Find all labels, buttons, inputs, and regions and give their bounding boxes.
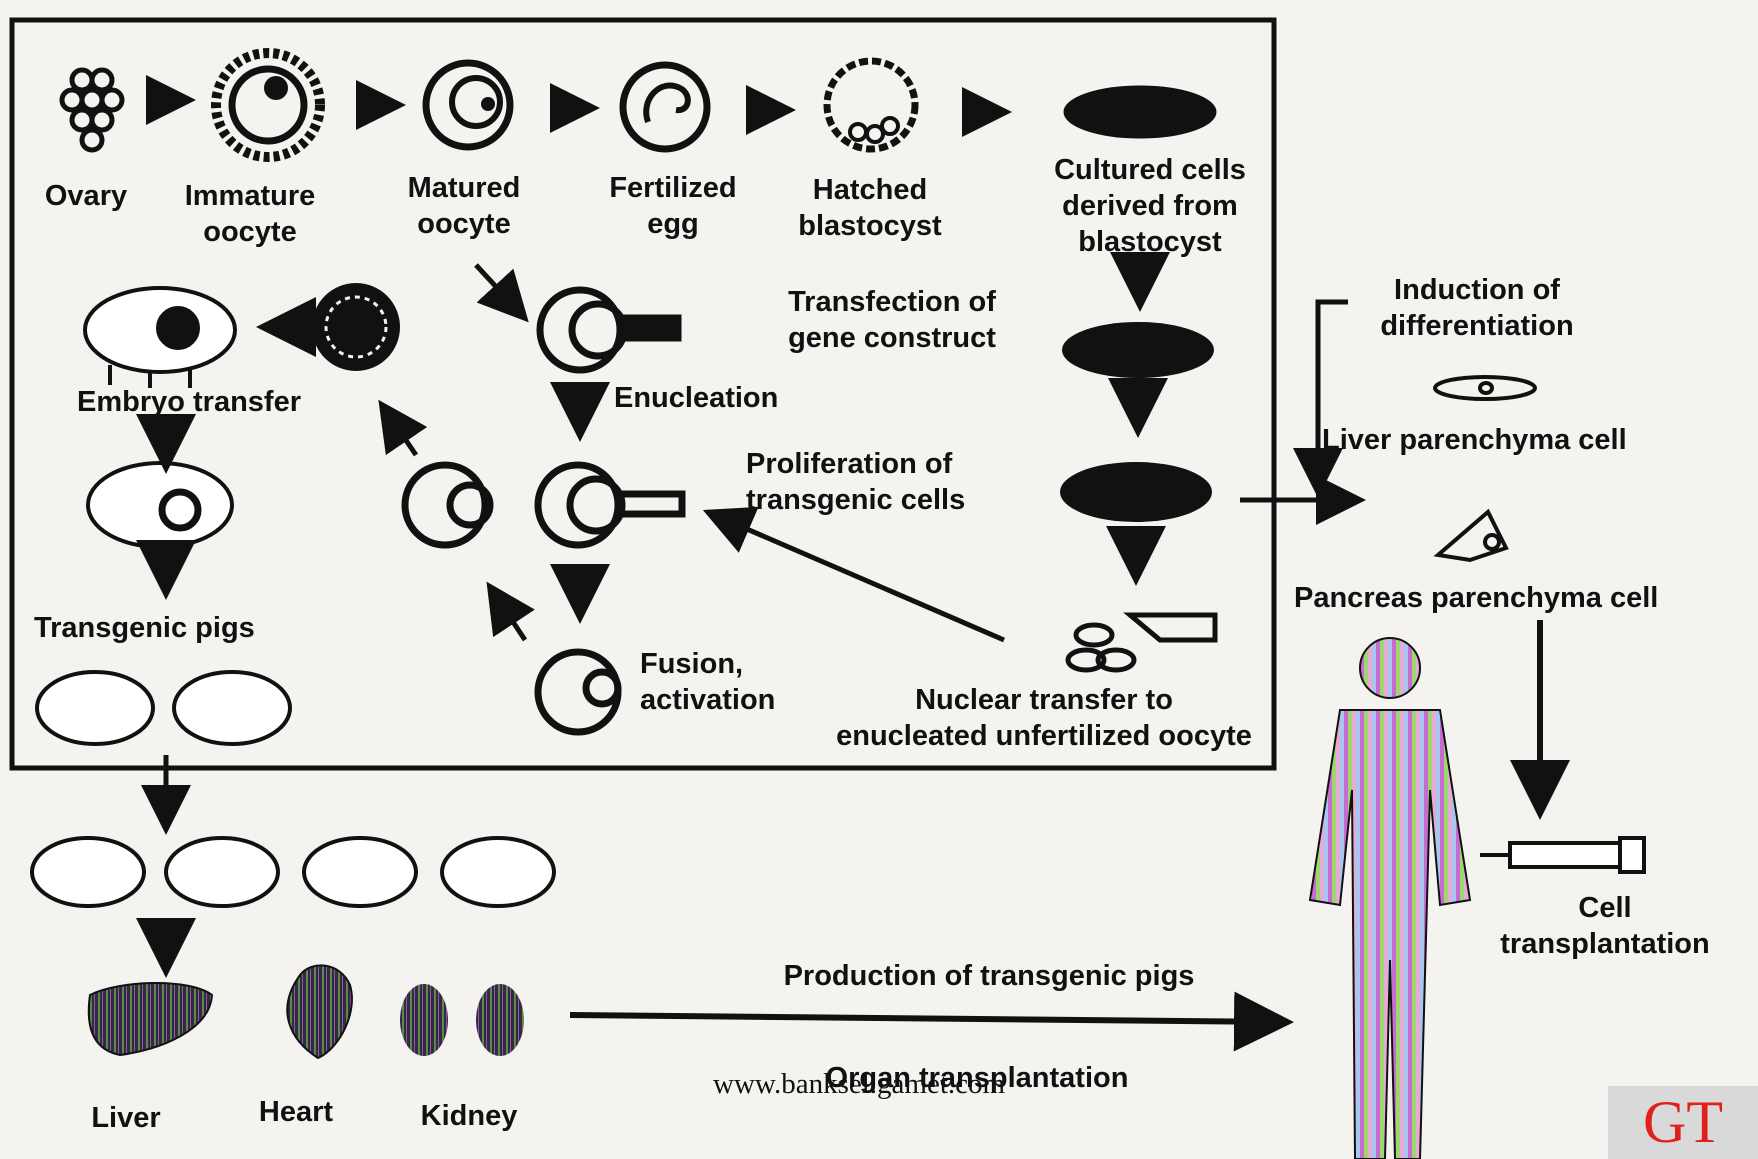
proliferating-cells-icon bbox=[1060, 462, 1212, 522]
label-transfection: Transfection of gene construct bbox=[752, 284, 1032, 356]
label-pancreas-cell: Pancreas parenchyma cell bbox=[1294, 580, 1658, 616]
liver-organ-icon bbox=[89, 983, 212, 1055]
kidney-organ-icon-right bbox=[476, 984, 524, 1056]
label-ovary: Ovary bbox=[30, 178, 142, 214]
kidney-organ-icon-left bbox=[400, 984, 448, 1056]
heart-organ-icon bbox=[287, 965, 352, 1058]
label-kidney: Kidney bbox=[404, 1098, 534, 1134]
immature-oocyte-icon bbox=[216, 53, 320, 157]
label-liver: Liver bbox=[74, 1100, 178, 1136]
label-fertilized-egg: Fertilized egg bbox=[578, 170, 768, 242]
label-enucleation: Enucleation bbox=[614, 380, 778, 416]
arrow-nucleus-to-oocyte bbox=[712, 514, 1004, 640]
transgenic-herd-icon bbox=[32, 838, 554, 906]
label-cultured-cells: Cultured cells derived from blastocyst bbox=[1030, 152, 1270, 260]
arrow-fused-to-activated bbox=[492, 590, 525, 640]
label-transgenic-pigs: Transgenic pigs bbox=[34, 610, 255, 646]
matured-oocyte-icon bbox=[426, 63, 510, 147]
liver-cell-icon bbox=[1435, 377, 1535, 399]
nuclear-transfer-icon bbox=[1068, 615, 1215, 670]
label-hatched-blastocyst: Hatched blastocyst bbox=[770, 172, 970, 244]
nuclear-inserted-oocyte-icon bbox=[538, 465, 682, 545]
label-embryo-transfer: Embryo transfer bbox=[44, 384, 334, 420]
arrow-induction-down bbox=[1318, 302, 1348, 488]
label-induction: Induction of differentiation bbox=[1352, 272, 1602, 344]
label-matured-oocyte: Matured oocyte bbox=[378, 170, 550, 242]
label-liver-cell: Liver parenchyma cell bbox=[1322, 422, 1627, 458]
gt-badge: GT bbox=[1608, 1086, 1758, 1159]
label-heart: Heart bbox=[246, 1094, 346, 1130]
transgenic-pig-icon bbox=[37, 672, 290, 744]
label-production: Production of transgenic pigs bbox=[734, 958, 1244, 994]
label-cell-transplantation: Cell transplantation bbox=[1470, 890, 1740, 962]
cultured-cells-icon bbox=[1064, 86, 1216, 138]
arrow-activated-to-morula bbox=[384, 408, 416, 455]
fertilized-egg-icon bbox=[623, 65, 707, 149]
activated-embryo-icon bbox=[405, 465, 490, 545]
transfected-cells-icon bbox=[1062, 322, 1214, 378]
pancreas-cell-icon bbox=[1438, 512, 1506, 560]
arrow-organ-to-human bbox=[570, 1015, 1282, 1022]
label-fusion: Fusion, activation bbox=[640, 646, 775, 718]
enucleation-oocyte-icon bbox=[540, 290, 678, 370]
hatched-blastocyst-icon bbox=[827, 61, 915, 149]
label-nuclear-transfer: Nuclear transfer to enucleated unfertili… bbox=[784, 682, 1304, 754]
syringe-icon bbox=[1480, 838, 1644, 872]
watermark-text: www.banksel.gamet.com bbox=[713, 1068, 1005, 1101]
fused-oocyte-icon bbox=[538, 652, 618, 732]
label-immature-oocyte: Immature oocyte bbox=[160, 178, 340, 250]
morula-icon bbox=[312, 283, 400, 371]
label-proliferation: Proliferation of transgenic cells bbox=[746, 446, 965, 518]
arrow-matured-to-enucleation bbox=[476, 265, 522, 315]
human-recipient-icon bbox=[1310, 638, 1470, 1159]
ovary-icon bbox=[62, 70, 122, 150]
pregnant-pig-icon bbox=[85, 288, 235, 388]
surrogate-pig-icon bbox=[88, 463, 232, 547]
